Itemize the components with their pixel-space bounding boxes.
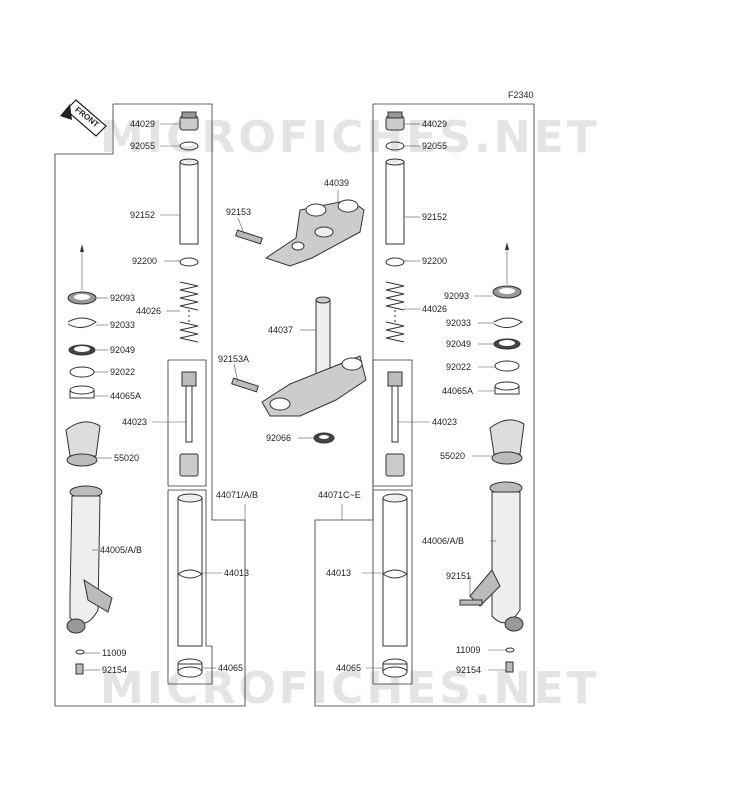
- label-l-92200: 92200: [132, 256, 157, 266]
- label-l-44005: 44005/A/B: [100, 545, 142, 555]
- label-l-44071: 44071/A/B: [216, 490, 258, 500]
- left-tube-frame: [167, 489, 213, 685]
- label-l-92022: 92022: [110, 367, 135, 377]
- label-r-44023: 44023: [432, 417, 457, 427]
- label-l-44013: 44013: [224, 568, 249, 578]
- label-l-92049: 92049: [110, 345, 135, 355]
- label-r-92151: 92151: [446, 571, 471, 581]
- right-inner-frame: [372, 359, 413, 487]
- label-c-44039: 44039: [324, 178, 349, 188]
- label-l-92055: 92055: [130, 141, 155, 151]
- label-c-92153: 92153: [226, 207, 251, 217]
- watermark-top: MICROFICHES.NET: [100, 112, 600, 163]
- left-inner-frame: [167, 359, 207, 487]
- label-r-92049: 92049: [446, 339, 471, 349]
- label-l-92093: 92093: [110, 293, 135, 303]
- label-r-44006: 44006/A/B: [422, 536, 464, 546]
- label-c-92153a: 92153A: [218, 354, 249, 364]
- right-tube-frame: [372, 489, 413, 685]
- label-l-55020: 55020: [114, 453, 139, 463]
- label-l-44023: 44023: [122, 417, 147, 427]
- label-l-44065a: 44065A: [110, 391, 141, 401]
- figure-code: F2340: [508, 90, 534, 100]
- label-c-44037: 44037: [268, 325, 293, 335]
- leader-lines: [84, 123, 506, 671]
- label-l-92033: 92033: [110, 320, 135, 330]
- label-l-92152: 92152: [130, 210, 155, 220]
- label-c-92066: 92066: [266, 433, 291, 443]
- label-r-44071: 44071C~E: [318, 490, 361, 500]
- center-steering-parts: [231, 199, 367, 444]
- label-r-11009: 11009: [456, 645, 480, 655]
- right-fork-parts: [382, 111, 525, 678]
- label-l-44065: 44065: [218, 663, 243, 673]
- label-l-44026: 44026: [136, 306, 161, 316]
- part-labels: 44029 92055 92152 92200 92093 44026 9203…: [100, 119, 481, 675]
- label-r-92152: 92152: [422, 212, 447, 222]
- label-r-92200: 92200: [422, 256, 447, 266]
- label-l-92154: 92154: [102, 665, 127, 675]
- label-r-44013: 44013: [326, 568, 351, 578]
- left-fork-parts: [65, 111, 203, 678]
- label-r-92033: 92033: [446, 318, 471, 328]
- label-r-44065a: 44065A: [442, 386, 473, 396]
- label-r-92022: 92022: [446, 362, 471, 372]
- label-r-55020: 55020: [440, 451, 465, 461]
- label-l-11009: 11009: [102, 648, 126, 658]
- label-r-92093: 92093: [444, 291, 469, 301]
- label-r-44065: 44065: [336, 663, 361, 673]
- left-frame: [54, 103, 246, 707]
- label-l-44029: 44029: [130, 119, 155, 129]
- label-r-92154: 92154: [456, 665, 481, 675]
- label-r-44026: 44026: [422, 304, 447, 314]
- label-r-92055: 92055: [422, 141, 447, 151]
- label-r-44029: 44029: [422, 119, 447, 129]
